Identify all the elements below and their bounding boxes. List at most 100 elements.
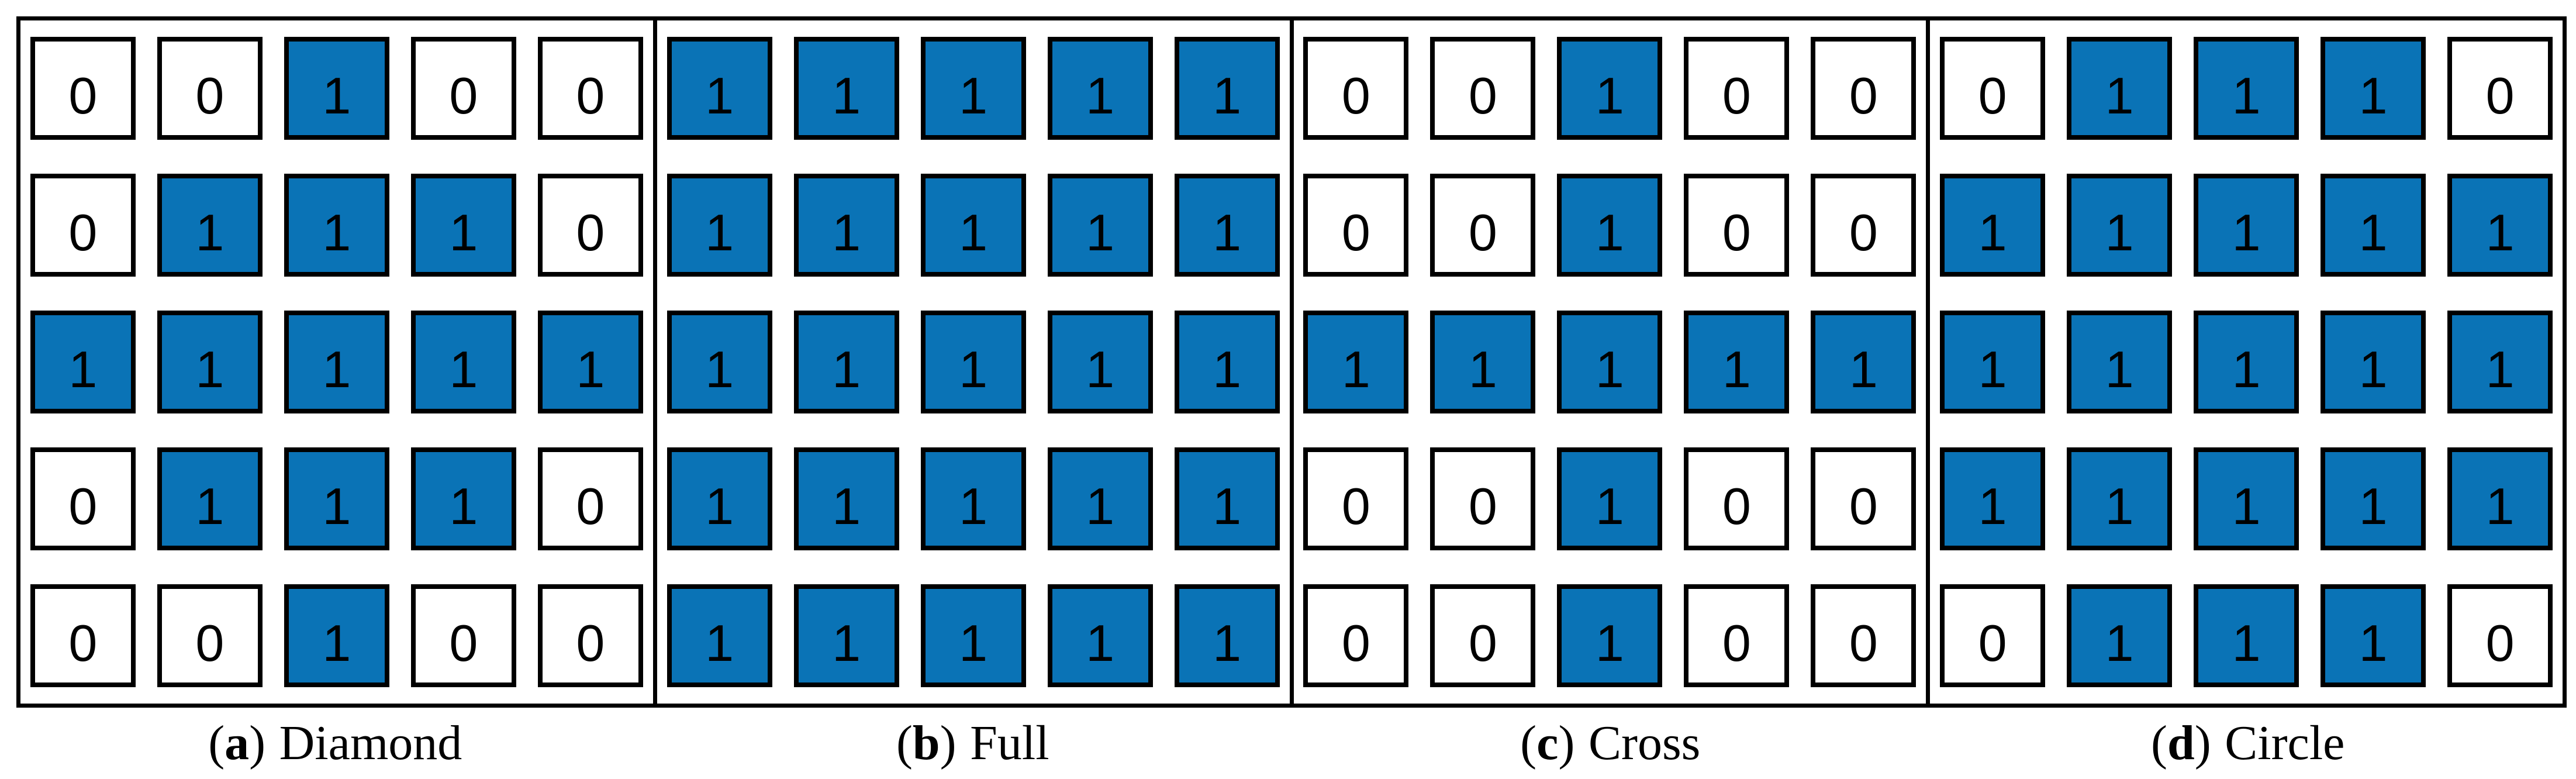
grid-cell: 1 [537,311,643,413]
grid-cell: 1 [793,447,899,550]
grid-cell: 1 [1047,37,1153,140]
grid-cell: 0 [1940,37,2046,140]
caption-paren-open: ( [896,715,913,770]
grid-cell: 1 [2194,584,2299,687]
grid-cell: 0 [30,174,136,277]
grid-cell: 1 [2067,584,2173,687]
grid-cell: 0 [157,584,263,687]
grid-cell: 1 [1174,311,1280,413]
grid-cell: 1 [793,174,899,277]
caption-row: (a)Diamond (b)Full (c)Cross (d)Circle [16,708,2567,778]
grid-cell: 1 [920,174,1026,277]
grid-cell: 0 [30,584,136,687]
grid-cell: 0 [30,37,136,140]
grid-cell: 1 [1047,447,1153,550]
grid-cell: 0 [1684,584,1790,687]
grid-cell: 1 [1174,37,1280,140]
grid-cell: 0 [1811,584,1917,687]
grid-cell: 0 [537,174,643,277]
caption-name: Circle [2225,715,2345,770]
grid-cell: 1 [2067,311,2173,413]
grid-cell: 1 [1174,174,1280,277]
caption-letter: b [912,715,940,770]
grid-cell: 1 [1811,311,1917,413]
grid-cell: 0 [2447,37,2553,140]
grid-cell: 1 [2194,311,2299,413]
grid-cell: 1 [284,37,389,140]
grid-cell: 1 [2067,37,2173,140]
grid-cell: 0 [157,37,263,140]
caption-paren-close: ) [1558,715,1575,770]
grid-cell: 0 [1303,174,1409,277]
caption-diamond: (a)Diamond [16,708,654,778]
caption-paren-open: ( [2151,715,2167,770]
grid-cell: 1 [1940,311,2046,413]
grid-cell: 1 [1557,311,1663,413]
caption-paren-open: ( [208,715,225,770]
grid-cell: 0 [30,447,136,550]
grid-cell: 1 [410,311,516,413]
grid-cell: 1 [2194,447,2299,550]
grid-cell: 0 [1303,37,1409,140]
grid-cell: 1 [920,447,1026,550]
caption-circle: (d) Circle [1929,708,2567,778]
grid-cell: 0 [1684,37,1790,140]
grid-cell: 1 [667,37,772,140]
grid-cell: 1 [2194,37,2299,140]
caption-name: Diamond [279,715,462,770]
grid-cell: 1 [2321,37,2426,140]
grid-cell: 1 [1684,311,1790,413]
grid-cell: 0 [537,447,643,550]
grid-cell: 0 [2447,584,2553,687]
caption-letter: a [225,715,250,770]
caption-name: Full [970,715,1049,770]
grid-cell: 0 [410,584,516,687]
grid-cell: 0 [1430,174,1536,277]
grid-cell: 1 [2194,174,2299,277]
grid-cell: 0 [1303,447,1409,550]
grid-cell: 1 [2321,584,2426,687]
grid-cell: 1 [2447,311,2553,413]
grid-cell: 1 [793,311,899,413]
grid-cell: 1 [2447,447,2553,550]
grid-cell: 1 [920,37,1026,140]
grid-cell: 1 [284,311,389,413]
grid-cell: 1 [410,174,516,277]
grid-cell: 1 [1557,37,1663,140]
grid-cell: 1 [410,447,516,550]
grid-cell: 1 [1430,311,1536,413]
grid-cell: 0 [1811,174,1917,277]
caption-paren-close: ) [2194,715,2211,770]
grid-cell: 0 [1684,174,1790,277]
grid-cell: 1 [1557,174,1663,277]
grid-cell: 0 [1811,37,1917,140]
grid-cell: 1 [1047,311,1153,413]
caption-letter: d [2167,715,2195,770]
caption-paren-close: ) [940,715,956,770]
grid-cell: 1 [1940,447,2046,550]
grid-cell: 1 [1047,584,1153,687]
grid-cell: 1 [1174,584,1280,687]
caption-paren-open: ( [1520,715,1537,770]
grid-cell: 0 [1303,584,1409,687]
grid-cell: 1 [157,447,263,550]
grid-cell: 0 [1430,447,1536,550]
grid-cell: 1 [2321,174,2426,277]
caption-full: (b) Full [654,708,1292,778]
grid-cell: 1 [2067,447,2173,550]
grid-cell: 1 [284,174,389,277]
grid-cell: 1 [1303,311,1409,413]
grid-cell: 1 [2067,174,2173,277]
grid-cell: 0 [1430,37,1536,140]
grid-cell: 1 [793,37,899,140]
grid-cell: 1 [284,447,389,550]
grid-cell: 0 [1430,584,1536,687]
grid-cell: 0 [1940,584,2046,687]
grid-cell: 1 [157,311,263,413]
grid-cell: 1 [2447,174,2553,277]
grid-cell: 1 [920,311,1026,413]
grid-cell: 1 [284,584,389,687]
caption-name: Cross [1588,715,1701,770]
